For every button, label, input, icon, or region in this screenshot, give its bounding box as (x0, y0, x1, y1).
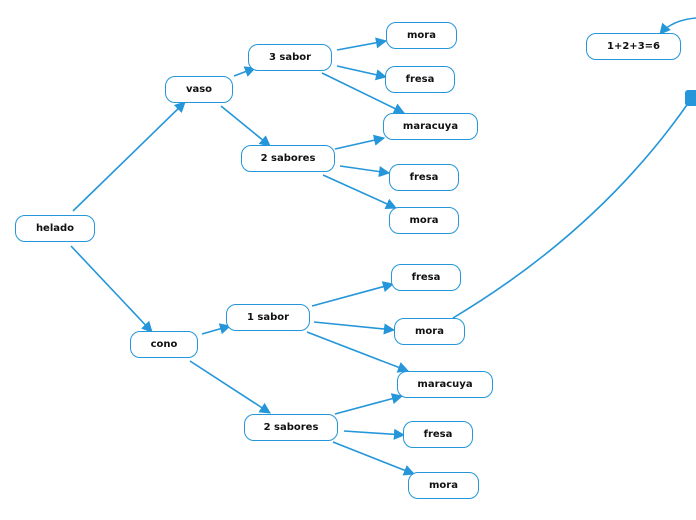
node-c1-mora[interactable]: mora (394, 318, 465, 345)
node-sum[interactable]: 1+2+3=6 (586, 33, 681, 60)
edge-handle-to-sum (659, 17, 696, 35)
edge-v3-to-v3_fresa (336, 65, 388, 81)
node-v3-mora[interactable]: mora (386, 22, 457, 49)
edge-v2-to-v3_mara (334, 134, 386, 150)
node-helado[interactable]: helado (15, 215, 95, 242)
node-label: 2 sabores (260, 153, 316, 164)
edge-v2-to-v2_mora (322, 174, 398, 209)
node-label: fresa (423, 429, 453, 440)
edge-v2-to-v2_fresa (339, 165, 391, 178)
node-label: fresa (405, 74, 435, 85)
node-label: 1 sabor (246, 312, 290, 323)
node-label: fresa (411, 272, 441, 283)
node-c1[interactable]: 1 sabor (226, 304, 310, 331)
node-c2-mora[interactable]: mora (408, 472, 479, 499)
edge-c1-to-c1_mara (306, 331, 410, 373)
node-v3-fresa[interactable]: fresa (385, 66, 455, 93)
node-label: fresa (409, 172, 439, 183)
node-c1-mara[interactable]: maracuya (397, 371, 493, 398)
edge-v3-to-v3_mora (336, 37, 388, 51)
edge-c2-to-c2_fresa (343, 428, 406, 440)
node-label: vaso (185, 84, 213, 95)
edge-vaso-to-v2 (220, 105, 271, 147)
edge-cono-to-c2 (189, 360, 271, 414)
node-vaso[interactable]: vaso (165, 76, 233, 103)
node-v3[interactable]: 3 sabor (248, 44, 332, 71)
connector-handle[interactable] (685, 90, 696, 106)
node-v2[interactable]: 2 sabores (241, 145, 335, 172)
node-v3-mara[interactable]: maracuya (383, 113, 478, 140)
node-label: cono (150, 339, 178, 350)
edge-cono-to-c1 (201, 323, 232, 335)
node-label: 1+2+3=6 (607, 41, 660, 52)
edge-c1-to-c1_mora (313, 321, 396, 335)
node-c1-fresa[interactable]: fresa (391, 264, 461, 291)
node-label: 2 sabores (263, 422, 319, 433)
edge-helado-to-cono (70, 245, 153, 333)
node-label: maracuya (417, 379, 473, 390)
node-label: maracuya (402, 121, 459, 132)
node-label: mora (409, 215, 439, 226)
node-label: helado (35, 223, 75, 234)
edge-c1_mora-to-handle (452, 101, 690, 319)
node-c2-fresa[interactable]: fresa (403, 421, 473, 448)
node-label: 3 sabor (268, 52, 312, 63)
node-v2-fresa[interactable]: fresa (389, 164, 459, 191)
node-label: mora (407, 30, 436, 41)
edge-c2-to-c2_mora (332, 441, 416, 476)
edge-c2-to-c1_mara (334, 393, 404, 415)
node-label: mora (429, 480, 458, 491)
node-label: mora (415, 326, 444, 337)
node-v2-mora[interactable]: mora (389, 207, 459, 234)
node-cono[interactable]: cono (130, 331, 198, 358)
node-c2[interactable]: 2 sabores (244, 414, 338, 441)
edge-helado-to-vaso (72, 101, 186, 212)
edge-v3-to-v3_mara (321, 72, 406, 114)
edge-c1-to-c1_fresa (311, 281, 395, 307)
